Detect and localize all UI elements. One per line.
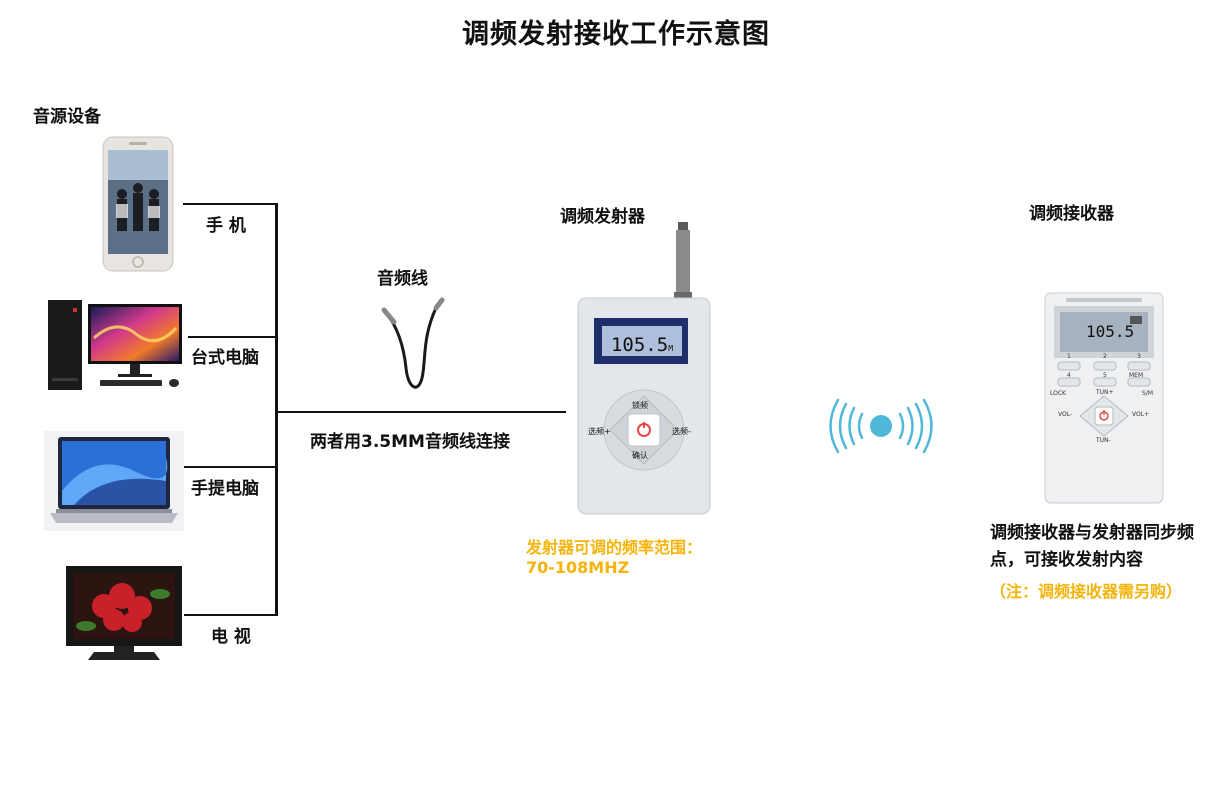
receiver-note: （注：调频接收器需另购） bbox=[990, 582, 1183, 601]
power-icon bbox=[638, 424, 650, 436]
receiver-key-sm: S/M bbox=[1142, 390, 1154, 397]
audio-cable-icon bbox=[381, 297, 445, 389]
transmitter-button-left: 选频+ bbox=[588, 427, 611, 436]
receiver-key-lock: LOCK bbox=[1050, 390, 1066, 397]
smartphone-icon bbox=[102, 136, 174, 272]
transmitter-button-top: 锁频 bbox=[632, 401, 648, 410]
receiver-desc-line1: 调频接收器与发射器同步频 bbox=[990, 523, 1194, 543]
transmitter-unit: M bbox=[668, 344, 674, 353]
receiver-key-vol-minus: VOL- bbox=[1058, 411, 1073, 418]
cable-label: 音频线 bbox=[377, 269, 428, 289]
receiver-frequency: 105.5 bbox=[1086, 322, 1135, 341]
receiver-key-3: 3 bbox=[1137, 353, 1141, 360]
receiver-key-tun-plus: TUN+ bbox=[1096, 389, 1114, 396]
receiver-key-5: 5 bbox=[1103, 372, 1107, 379]
desktop-computer-icon bbox=[48, 300, 182, 390]
transmitter-range-line2: 70-108MHZ bbox=[526, 558, 630, 577]
transmitter-label: 调频发射器 bbox=[560, 207, 645, 227]
fm-transmitter-icon: 105.5M 锁频 确认 选频+ 选频- bbox=[574, 222, 714, 518]
receiver-key-mem: MEM bbox=[1129, 372, 1144, 379]
laptop-icon bbox=[44, 431, 184, 531]
connector-phone bbox=[183, 203, 276, 205]
connector-bus-vertical bbox=[275, 203, 278, 616]
receiver-key-tun-minus: TUN- bbox=[1096, 437, 1111, 444]
tv-icon bbox=[66, 566, 182, 660]
source-label-desktop: 台式电脑 bbox=[191, 348, 259, 368]
connector-desktop bbox=[188, 336, 276, 338]
receiver-key-2: 2 bbox=[1103, 353, 1107, 360]
receiver-key-vol-plus: VOL+ bbox=[1132, 411, 1150, 418]
connector-laptop bbox=[184, 466, 276, 468]
transmitter-button-bottom: 确认 bbox=[632, 451, 648, 460]
transmitter-display: 105.5M bbox=[606, 334, 678, 356]
source-label-laptop: 手提电脑 bbox=[191, 479, 259, 499]
transmitter-range-line1: 发射器可调的频率范围： bbox=[526, 538, 703, 557]
fm-receiver-icon: 105.5 1 2 3 4 5 MEM LOCK TUN+ S/M VOL- V… bbox=[1044, 292, 1164, 504]
connector-to-transmitter bbox=[276, 411, 566, 413]
wireless-signal-icon bbox=[829, 398, 933, 454]
source-label-tv: 电 视 bbox=[211, 627, 251, 647]
cable-note: 两者用3.5MM音频线连接 bbox=[310, 432, 510, 452]
receiver-desc-line2: 点，可接收发射内容 bbox=[990, 550, 1143, 570]
diagram-title: 调频发射接收工作示意图 bbox=[462, 19, 770, 50]
transmitter-frequency: 105.5 bbox=[610, 334, 669, 356]
receiver-key-4: 4 bbox=[1067, 372, 1071, 379]
connector-tv bbox=[184, 614, 276, 616]
receiver-key-1: 1 bbox=[1067, 353, 1071, 360]
source-label-phone: 手 机 bbox=[206, 216, 246, 236]
source-heading: 音源设备 bbox=[33, 107, 101, 127]
transmitter-button-right: 选频- bbox=[672, 427, 691, 436]
receiver-label: 调频接收器 bbox=[1029, 204, 1114, 224]
